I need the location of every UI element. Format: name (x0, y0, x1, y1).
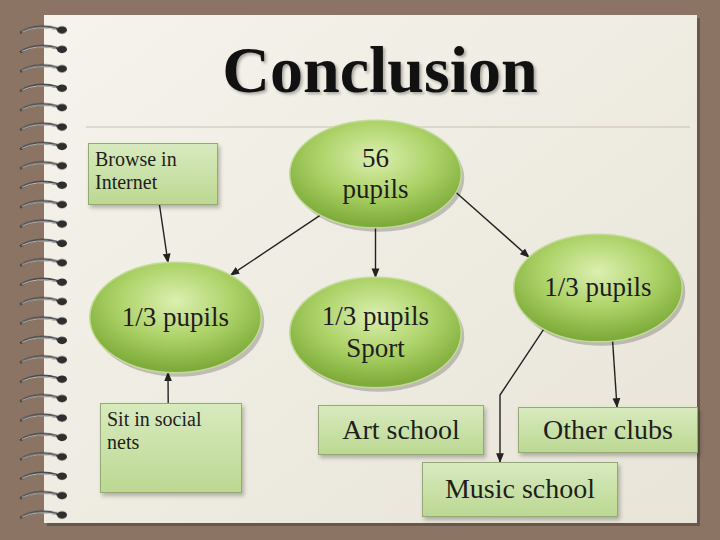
activity-box: Sit in social nets (100, 403, 242, 493)
ellipse-fill (514, 234, 683, 342)
slide-title: Conclusion (180, 34, 580, 107)
activity-box: Browse in Internet (88, 143, 218, 205)
ellipse-fill (290, 277, 462, 387)
node-label: Sit in social nets (107, 408, 233, 454)
arrow-connector (231, 215, 321, 275)
total-ellipse: 56 pupils (288, 118, 463, 230)
activity-box: Music school (422, 462, 618, 517)
node-label: Music school (445, 473, 595, 505)
node-sublabel: Sport (346, 333, 405, 364)
node-label: Art school (342, 414, 459, 446)
arrow-connector (613, 341, 617, 407)
node-label: Browse in Internet (95, 148, 207, 194)
node-label: 1/3 pupils (322, 301, 429, 332)
node-label: 1/3 pupils (544, 272, 651, 303)
activity-box: Art school (318, 405, 484, 455)
page (44, 15, 697, 523)
ellipse-fill (290, 120, 462, 228)
arrow-connector (375, 228, 376, 277)
group-ellipse: 1/3 pupils (512, 232, 684, 344)
node-label: Other clubs (543, 414, 673, 446)
group-ellipse: 1/3 pupils (88, 260, 263, 375)
group-ellipse: 1/3 pupilsSport (288, 275, 463, 390)
activity-box: Other clubs (518, 407, 698, 453)
node-label: 56 pupils (331, 143, 421, 205)
node-label: 1/3 pupils (122, 302, 229, 333)
arrow-connector (167, 373, 169, 404)
arrow-connector (160, 205, 169, 263)
ellipse-fill (90, 262, 262, 372)
arrow-connector (456, 192, 529, 257)
spiral-binding (18, 20, 80, 520)
